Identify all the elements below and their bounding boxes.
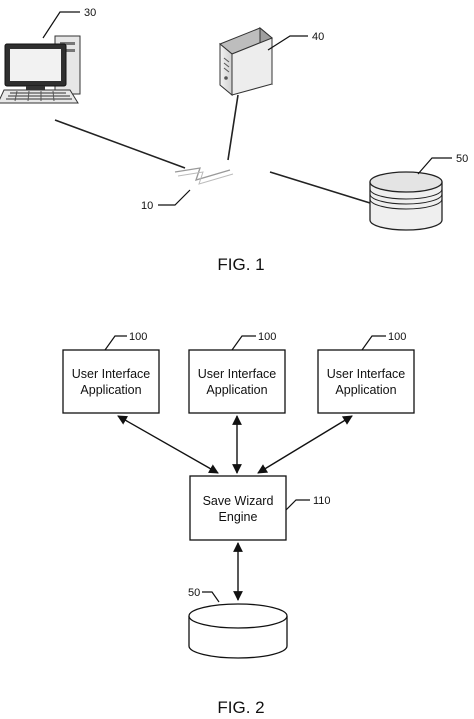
save-wizard-engine-box: Save Wizard Engine 110 [189,475,331,541]
fig2-caption: FIG. 2 [217,698,264,717]
link-database-network [269,171,371,204]
fig2-diagram: User Interface Application 100 User Inte… [62,331,415,717]
ui-app-center-line1: User Interface [198,367,277,381]
leader-50-fig2 [202,591,220,603]
engine-line2: Engine [219,510,258,524]
database-cylinder-icon-fig2 [188,603,288,659]
leader-50-fig1 [417,157,452,175]
ref-label-computer: 30 [84,7,96,19]
ui-app-center-line2: Application [206,383,267,397]
ref-label-database-fig2: 50 [188,587,200,599]
leader-100-center [231,335,256,351]
leader-110 [285,499,310,511]
ref-label-database: 50 [456,153,468,165]
network-lightning-icon [174,167,234,185]
ui-app-left-line1: User Interface [72,367,151,381]
arrow-ui-right-engine [257,415,353,474]
ref-label-server: 40 [312,31,324,43]
link-computer-network [54,119,186,169]
server-tower-icon [219,26,273,97]
ui-app-right-line1: User Interface [327,367,406,381]
ui-app-box-left: User Interface Application 100 [62,331,160,414]
database-cylinder-icon [369,171,443,231]
leader-40 [267,35,308,51]
ref-label-ui-app-left: 100 [129,331,147,343]
fig1-caption: FIG. 1 [217,255,264,274]
leader-100-left [104,335,127,351]
leader-10 [158,189,191,206]
engine-line1: Save Wizard [203,494,274,508]
leader-100-right [361,335,386,351]
ui-app-right-line2: Application [335,383,396,397]
desktop-computer-icon [0,35,81,104]
link-server-network [227,94,239,161]
ref-label-ui-app-center: 100 [258,331,276,343]
ref-label-network: 10 [141,200,153,212]
leader-30 [42,11,80,39]
ref-label-engine: 110 [313,495,331,507]
ui-app-box-center: User Interface Application 100 [188,331,286,414]
ref-label-ui-app-right: 100 [388,331,406,343]
arrow-ui-left-engine [117,415,219,474]
ui-app-box-right: User Interface Application 100 [317,331,415,414]
fig1-diagram: 30 40 50 10 FIG. 1 [0,7,468,274]
ui-app-left-line2: Application [80,383,141,397]
